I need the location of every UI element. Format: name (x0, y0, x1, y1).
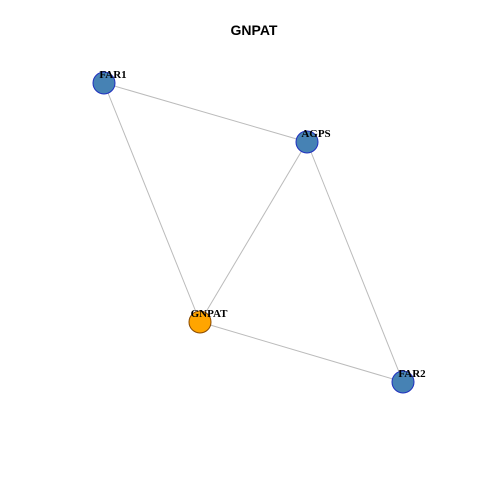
node-circle-gnpat (188, 310, 212, 334)
edge-far1-gnpat (103, 82, 201, 323)
node-far2: FAR2 (391, 368, 426, 394)
edge-agps-far2 (306, 141, 404, 383)
node-label-agps: AGPS (301, 128, 330, 140)
edges-layer (103, 82, 404, 383)
node-label-far1: FAR1 (99, 69, 126, 81)
node-label-far2: FAR2 (398, 368, 426, 380)
node-gnpat: GNPAT (188, 308, 229, 334)
diagram-title: GNPAT (231, 22, 278, 38)
node-circle-far2 (391, 370, 415, 394)
edge-agps-gnpat (199, 141, 308, 323)
node-circle-agps (295, 130, 319, 154)
node-far1: FAR1 (92, 69, 127, 95)
edge-far1-agps (103, 82, 308, 143)
node-label-gnpat: GNPAT (191, 308, 229, 320)
edge-gnpat-far2 (199, 321, 404, 383)
node-agps: AGPS (295, 128, 331, 154)
node-circle-far1 (92, 71, 116, 95)
